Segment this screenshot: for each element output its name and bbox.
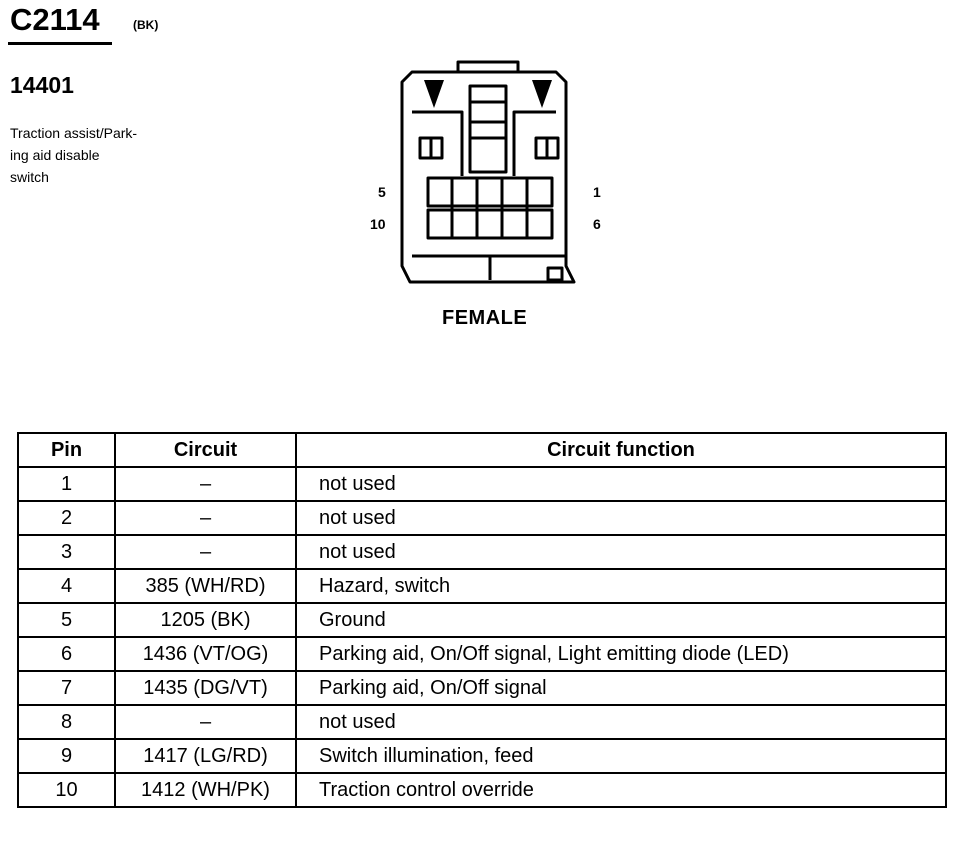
column-header-pin: Pin [17, 432, 116, 468]
pin-cell: 10 [17, 772, 116, 808]
latch-wing-left [424, 80, 444, 108]
pinout-table: Pin Circuit Circuit function 1 – not use… [17, 432, 947, 808]
title-underline [8, 42, 112, 45]
table-row: 2 – not used [17, 500, 947, 536]
table-row: 1 – not used [17, 466, 947, 502]
circuit-cell: 1436 (VT/OG) [114, 636, 297, 672]
pin-cell: 1 [17, 466, 116, 502]
function-cell: Parking aid, On/Off signal, Light emitti… [295, 636, 947, 672]
pin-cell: 3 [17, 534, 116, 570]
table-header-row: Pin Circuit Circuit function [17, 432, 947, 468]
column-header-function: Circuit function [295, 432, 947, 468]
table-row: 8 – not used [17, 704, 947, 740]
connector-gender-label: FEMALE [442, 307, 528, 329]
table-row: 9 1417 (LG/RD) Switch illumination, feed [17, 738, 947, 774]
description-line: Traction assist/Park- [10, 125, 138, 141]
latch-wing-right [532, 80, 552, 108]
pin-label-6: 6 [593, 216, 601, 232]
connector-face-diagram [400, 60, 576, 284]
connector-id: C2114 [10, 2, 100, 37]
table-row: 10 1412 (WH/PK) Traction control overrid… [17, 772, 947, 808]
function-cell: not used [295, 500, 947, 536]
function-cell: Switch illumination, feed [295, 738, 947, 774]
circuit-cell: 1435 (DG/VT) [114, 670, 297, 706]
function-cell: Ground [295, 602, 947, 638]
component-description: Traction assist/Park- ing aid disable sw… [10, 122, 180, 188]
locking-latch [456, 60, 520, 72]
pin-cell: 9 [17, 738, 116, 774]
function-cell: Parking aid, On/Off signal [295, 670, 947, 706]
latch-column [468, 84, 508, 174]
circuit-cell: – [114, 500, 297, 536]
inner-shoulder-right [512, 110, 556, 176]
pin-cell: 5 [17, 602, 116, 638]
circuit-cell: 1412 (WH/PK) [114, 772, 297, 808]
pin-cell: 2 [17, 500, 116, 536]
polarization-key [546, 266, 564, 282]
pin-label-5: 5 [378, 184, 386, 200]
function-cell: Hazard, switch [295, 568, 947, 604]
terminal-row-lower [426, 208, 554, 240]
function-cell: Traction control override [295, 772, 947, 808]
circuit-cell: 385 (WH/RD) [114, 568, 297, 604]
function-cell: not used [295, 704, 947, 740]
part-number: 14401 [10, 72, 74, 98]
pin-cell: 7 [17, 670, 116, 706]
table-row: 5 1205 (BK) Ground [17, 602, 947, 638]
circuit-cell: 1205 (BK) [114, 602, 297, 638]
description-line: switch [10, 169, 49, 185]
table-row: 7 1435 (DG/VT) Parking aid, On/Off signa… [17, 670, 947, 706]
table-row: 6 1436 (VT/OG) Parking aid, On/Off signa… [17, 636, 947, 672]
column-header-circuit: Circuit [114, 432, 297, 468]
table-row: 4 385 (WH/RD) Hazard, switch [17, 568, 947, 604]
table-row: 3 – not used [17, 534, 947, 570]
pin-cell: 8 [17, 704, 116, 740]
function-cell: not used [295, 466, 947, 502]
description-line: ing aid disable [10, 147, 100, 163]
circuit-cell: 1417 (LG/RD) [114, 738, 297, 774]
terminal-row-upper [426, 176, 554, 208]
inner-shoulder-left [412, 110, 464, 176]
pin-cell: 6 [17, 636, 116, 672]
pin-label-10: 10 [370, 216, 386, 232]
circuit-cell: – [114, 704, 297, 740]
pin-cell: 4 [17, 568, 116, 604]
pin-label-1: 1 [593, 184, 601, 200]
connector-color: (BK) [133, 18, 159, 32]
function-cell: not used [295, 534, 947, 570]
circuit-cell: – [114, 466, 297, 502]
circuit-cell: – [114, 534, 297, 570]
